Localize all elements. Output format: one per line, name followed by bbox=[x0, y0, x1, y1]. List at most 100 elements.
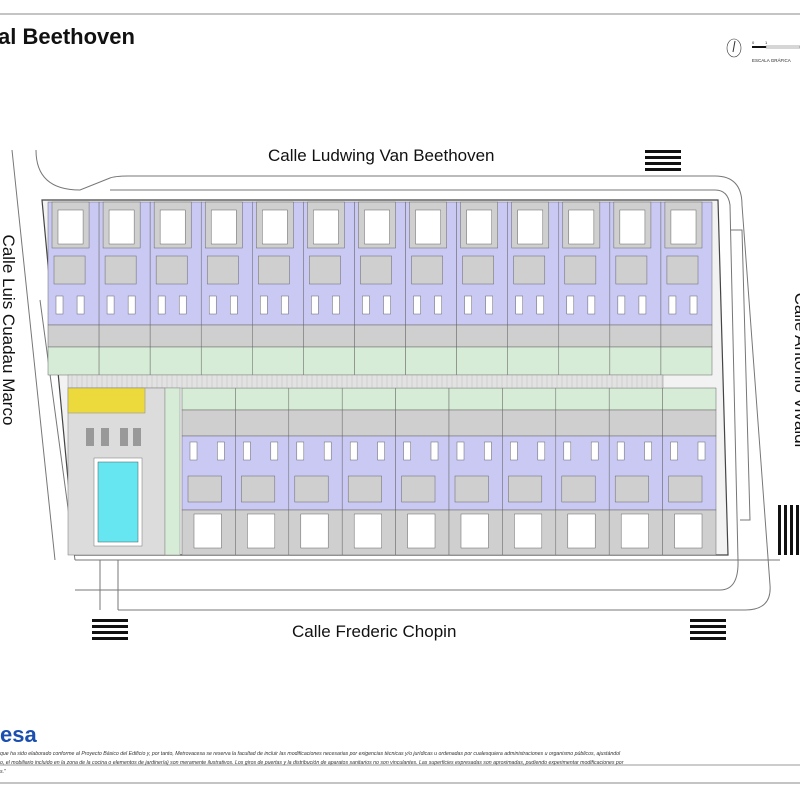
terrace bbox=[666, 255, 699, 285]
table-icon bbox=[590, 441, 599, 461]
house-unit bbox=[200, 201, 253, 376]
garden bbox=[395, 387, 450, 411]
house-unit bbox=[303, 201, 355, 376]
garden bbox=[235, 387, 290, 411]
crosswalk-stripe bbox=[784, 505, 787, 555]
terrace bbox=[104, 255, 137, 285]
terrace bbox=[411, 255, 443, 285]
table-icon bbox=[127, 295, 136, 315]
paved-walkway bbox=[67, 374, 664, 389]
patio bbox=[303, 324, 355, 348]
patio bbox=[47, 324, 100, 348]
garden bbox=[660, 346, 713, 376]
car-icon bbox=[514, 513, 543, 549]
scale-label: ESCALA GRÁFICA bbox=[752, 58, 791, 63]
table-icon bbox=[296, 441, 305, 461]
street-lines bbox=[11, 149, 780, 611]
garden bbox=[662, 387, 717, 411]
patio bbox=[660, 324, 713, 348]
table-icon bbox=[456, 441, 465, 461]
terrace bbox=[401, 475, 436, 503]
garden bbox=[303, 346, 355, 376]
table-icon bbox=[434, 295, 442, 315]
terrace bbox=[241, 475, 276, 503]
table-icon bbox=[260, 295, 268, 315]
disclaimer-line: que ha sido elaborado conforme al Proyec… bbox=[0, 751, 621, 757]
terrace bbox=[187, 475, 222, 503]
house-unit bbox=[98, 201, 151, 376]
house-unit bbox=[47, 201, 100, 376]
garden bbox=[507, 346, 560, 376]
house-unit bbox=[288, 387, 343, 556]
table-icon bbox=[616, 441, 625, 461]
house-unit bbox=[558, 201, 611, 376]
scale-bar bbox=[752, 45, 800, 49]
garden bbox=[252, 346, 304, 376]
patio bbox=[395, 409, 450, 437]
table-icon bbox=[281, 295, 289, 315]
terrace bbox=[513, 255, 546, 285]
terrace bbox=[155, 255, 188, 285]
patio bbox=[456, 324, 508, 348]
table-icon bbox=[217, 441, 225, 461]
crosswalk-stripe bbox=[92, 637, 128, 640]
garden bbox=[558, 346, 611, 376]
company-logo: esa bbox=[0, 722, 37, 747]
table-icon bbox=[510, 441, 518, 461]
car-icon bbox=[619, 209, 646, 245]
terrace bbox=[258, 255, 290, 285]
disclaimer-line: o, el mobiliario incluido en la zona de … bbox=[0, 760, 624, 766]
table-icon bbox=[323, 441, 332, 461]
terrace bbox=[360, 255, 392, 285]
house-unit bbox=[502, 387, 557, 556]
crosswalk-stripe bbox=[790, 505, 793, 555]
garden bbox=[456, 346, 508, 376]
solarium bbox=[67, 387, 146, 414]
table-icon bbox=[106, 295, 115, 315]
table-icon bbox=[464, 295, 472, 315]
car-icon bbox=[517, 209, 544, 245]
car-icon bbox=[193, 513, 222, 549]
patio bbox=[405, 324, 457, 348]
patio bbox=[341, 409, 396, 437]
house-unit bbox=[149, 201, 202, 376]
table-icon bbox=[362, 295, 370, 315]
crosswalk-stripe bbox=[690, 631, 726, 634]
crosswalk-stripe bbox=[645, 150, 681, 153]
table-icon bbox=[76, 295, 85, 315]
street-label-left: Calle Luis Cuadau Marco bbox=[0, 234, 18, 426]
car-icon bbox=[210, 209, 237, 245]
car-icon bbox=[300, 513, 329, 549]
house-unit bbox=[608, 387, 663, 556]
table-icon bbox=[638, 295, 647, 315]
terrace bbox=[668, 475, 703, 503]
table-icon bbox=[537, 441, 546, 461]
car-icon bbox=[364, 209, 390, 245]
garden bbox=[181, 387, 236, 411]
terrace bbox=[347, 475, 382, 503]
patio bbox=[149, 324, 202, 348]
table-icon bbox=[270, 441, 279, 461]
patio bbox=[502, 409, 557, 437]
garden bbox=[354, 346, 406, 376]
table-icon bbox=[644, 441, 652, 461]
table-icon bbox=[587, 295, 596, 315]
car-icon bbox=[57, 209, 84, 245]
car-icon bbox=[353, 513, 382, 549]
patio bbox=[288, 409, 343, 437]
car-icon bbox=[466, 209, 492, 245]
terrace bbox=[309, 255, 341, 285]
car-icon bbox=[674, 513, 703, 549]
sun-lounger-icon bbox=[86, 428, 141, 446]
patio bbox=[252, 324, 304, 348]
table-icon bbox=[566, 295, 575, 315]
scale-tick: 1 bbox=[765, 40, 768, 45]
house-unit bbox=[395, 387, 450, 556]
patio bbox=[354, 324, 406, 348]
crosswalk-stripe bbox=[690, 625, 726, 628]
common-garden bbox=[164, 387, 181, 556]
crosswalk-stripe bbox=[645, 162, 681, 165]
street-label-top: Calle Ludwing Van Beethoven bbox=[268, 146, 495, 165]
table-icon bbox=[243, 441, 251, 461]
table-icon bbox=[383, 295, 391, 315]
